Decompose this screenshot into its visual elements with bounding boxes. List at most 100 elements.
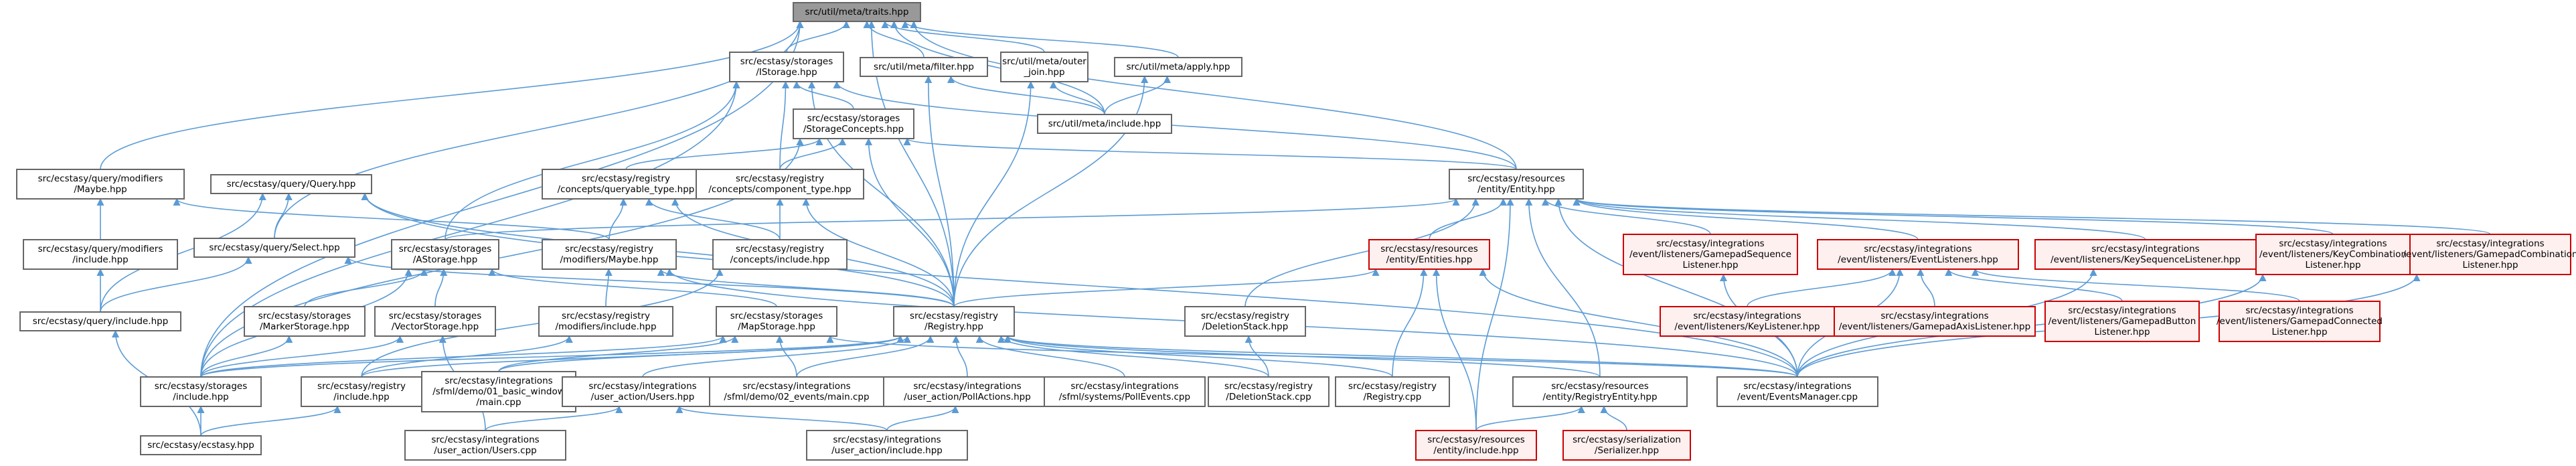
node-label: src/ecstasy/integrations [833,435,941,445]
node-entityinclude[interactable]: src/ecstasy/resources/entity/include.hpp [1415,430,1537,461]
node-label: src/ecstasy/integrations [588,381,696,392]
edge-registry-to-outerjoin [953,80,1035,307]
edge-regentity-to-entityhpp [1525,198,1601,378]
node-pollactions[interactable]: src/ecstasy/integrations/user_action/Pol… [883,376,1052,407]
node-reginclude[interactable]: src/ecstasy/registry/include.hpp [301,376,422,407]
node-label: src/ecstasy/registry [565,244,653,254]
node-comptype[interactable]: src/ecstasy/registry/concepts/component_… [696,169,864,200]
node-conceptsinclude[interactable]: src/ecstasy/registry/concepts/include.hp… [712,239,848,270]
node-box [140,435,262,455]
node-box [244,306,366,337]
edge-queryinclude-to-query [100,192,266,313]
node-uainclude[interactable]: src/ecstasy/integrations/user_action/inc… [806,430,968,461]
node-entityhpp[interactable]: src/ecstasy/resources/entity/Entity.hpp [1449,169,1584,200]
node-axislistener[interactable]: src/ecstasy/integrations/event/listeners… [1834,306,2036,337]
node-label: /event/listeners/KeySequenceListener.hpp [2050,254,2241,265]
node-label: /StorageConcepts.hpp [803,124,904,135]
node-entities[interactable]: src/ecstasy/resources/entity/Entities.hp… [1368,239,1490,270]
node-box [793,2,921,22]
node-queryable[interactable]: src/ecstasy/registry/concepts/queryable_… [542,169,710,200]
node-mapstorage[interactable]: src/ecstasy/storages/MapStorage.hpp [716,306,837,337]
node-label: /event/listeners/GamepadButton [2048,316,2196,327]
node-storconcepts[interactable]: src/ecstasy/storages/StorageConcepts.hpp [793,108,914,139]
node-qmodinclude[interactable]: src/ecstasy/query/modifiers/include.hpp [23,239,178,270]
edge-axislistener-to-eventlisteners [1917,268,1935,307]
node-eventsmanager[interactable]: src/ecstasy/integrations/event/EventsMan… [1716,376,1878,407]
node-keyseq[interactable]: src/ecstasy/integrations/event/listeners… [2034,239,2257,270]
node-deletioncpp[interactable]: src/ecstasy/registry/DeletionStack.cpp [1208,376,1330,407]
node-buttonlistener[interactable]: src/ecstasy/integrations/event/listeners… [2044,301,2200,342]
node-demo01[interactable]: src/ecstasy/integrations/sfml/demo/01_ba… [421,371,576,412]
node-label: /modifiers/Maybe.hpp [560,254,659,265]
node-istorage[interactable]: src/ecstasy/storages/IStorage.hpp [729,52,844,82]
node-serializer[interactable]: src/ecstasy/serialization/Serializer.hpp [1562,430,1691,461]
edge-uainclude-to-usershpp [675,405,888,431]
node-outerjoin[interactable]: src/util/meta/outer_join.hpp [1000,52,1089,82]
node-label: src/util/meta/apply.hpp [1127,62,1230,72]
node-label: Listener.hpp [1682,260,1738,270]
node-deletionhpp[interactable]: src/ecstasy/registry/DeletionStack.hpp [1184,306,1306,337]
edge-metainclude-to-filter [947,75,1105,115]
node-box [1208,376,1330,407]
node-label: src/ecstasy/serialization [1573,435,1681,445]
edge-metainclude-to-traits [890,20,1105,115]
node-box [793,108,914,139]
node-keycomb[interactable]: src/ecstasy/integrations/event/listeners… [2255,234,2411,275]
node-box [1716,376,1878,407]
node-label: /include.hpp [72,254,128,265]
node-vectorstorage[interactable]: src/ecstasy/storages/VectorStorage.hpp [374,306,496,337]
edge-userscpp-to-usershpp [485,405,623,431]
node-modinclude[interactable]: src/ecstasy/registry/modifiers/include.h… [538,306,673,337]
node-query[interactable]: src/ecstasy/query/Query.hpp [210,174,372,194]
edge-registry-to-entities [953,268,1380,307]
node-label: src/ecstasy/query/include.hpp [33,316,169,327]
node-userscpp[interactable]: src/ecstasy/integrations/user_action/Use… [404,430,566,461]
node-box [806,430,968,461]
node-keylistener[interactable]: src/ecstasy/integrations/event/listeners… [1660,306,1835,337]
node-storinclude[interactable]: src/ecstasy/storages/include.hpp [140,376,262,407]
node-gamepadcomb[interactable]: src/ecstasy/integrations/event/listeners… [2403,234,2576,275]
node-ecstasyhpp[interactable]: src/ecstasy/ecstasy.hpp [140,435,262,455]
node-apply[interactable]: src/util/meta/apply.hpp [1114,57,1242,77]
node-label: src/util/meta/filter.hpp [874,62,974,72]
node-registrycpp[interactable]: src/ecstasy/registry/Registry.cpp [1335,376,1450,407]
node-box [1562,430,1691,461]
node-label: /MapStorage.hpp [738,321,815,332]
node-label: src/ecstasy/integrations [1656,238,1764,249]
node-markerstorage[interactable]: src/ecstasy/storages/MarkerStorage.hpp [244,306,366,337]
node-box [716,306,837,337]
node-label: src/ecstasy/integrations [742,381,850,392]
node-qmaybe[interactable]: src/ecstasy/query/modifiers/Maybe.hpp [16,169,185,200]
node-usershpp[interactable]: src/ecstasy/integrations/user_action/Use… [562,376,724,407]
node-metainclude[interactable]: src/util/meta/include.hpp [1037,114,1172,134]
node-label: src/ecstasy/query/Query.hpp [227,179,356,189]
node-label: /entity/Entity.hpp [1477,184,1555,195]
node-label: src/ecstasy/storages [807,113,900,124]
node-label: /Registry.hpp [924,321,983,332]
node-registry[interactable]: src/ecstasy/registry/Registry.hpp [893,306,1015,337]
node-select[interactable]: src/ecstasy/query/Select.hpp [193,238,355,258]
node-label: /user_action/Users.hpp [591,392,695,402]
node-astorage[interactable]: src/ecstasy/storages/AStorage.hpp [391,239,499,270]
edge-entityinclude-to-regentity [1475,405,1585,431]
node-pollevents[interactable]: src/ecstasy/integrations/sfml/systems/Po… [1044,376,1206,407]
node-traits[interactable]: src/util/meta/traits.hpp [793,2,921,22]
node-label: src/ecstasy/storages [258,311,351,321]
edge-comptype-to-storconcepts [779,137,847,170]
node-demo02[interactable]: src/ecstasy/integrations/sfml/demo/02_ev… [709,376,884,407]
node-regentity[interactable]: src/ecstasy/resources/entity/RegistryEnt… [1512,376,1688,407]
edge-eventsmanager-to-query [361,192,1798,378]
node-label: src/ecstasy/storages [740,56,833,67]
node-label: src/ecstasy/integrations [1864,244,1971,254]
node-connectedlistener[interactable]: src/ecstasy/integrations/event/listeners… [2217,301,2383,342]
edge-deletionhpp-to-entityhpp [1244,198,1479,307]
node-box [2044,301,2200,342]
node-gamepadseq[interactable]: src/ecstasy/integrations/event/listeners… [1623,234,1798,275]
node-box [210,174,372,194]
edge-mapstorage-to-astorage [488,268,777,307]
node-eventlisteners[interactable]: src/ecstasy/integrations/event/listeners… [1817,239,2019,270]
node-rmaybe[interactable]: src/ecstasy/registry/modifiers/Maybe.hpp [542,239,677,270]
node-queryinclude[interactable]: src/ecstasy/query/include.hpp [19,311,181,331]
node-box [404,430,566,461]
node-filter[interactable]: src/util/meta/filter.hpp [860,57,988,77]
